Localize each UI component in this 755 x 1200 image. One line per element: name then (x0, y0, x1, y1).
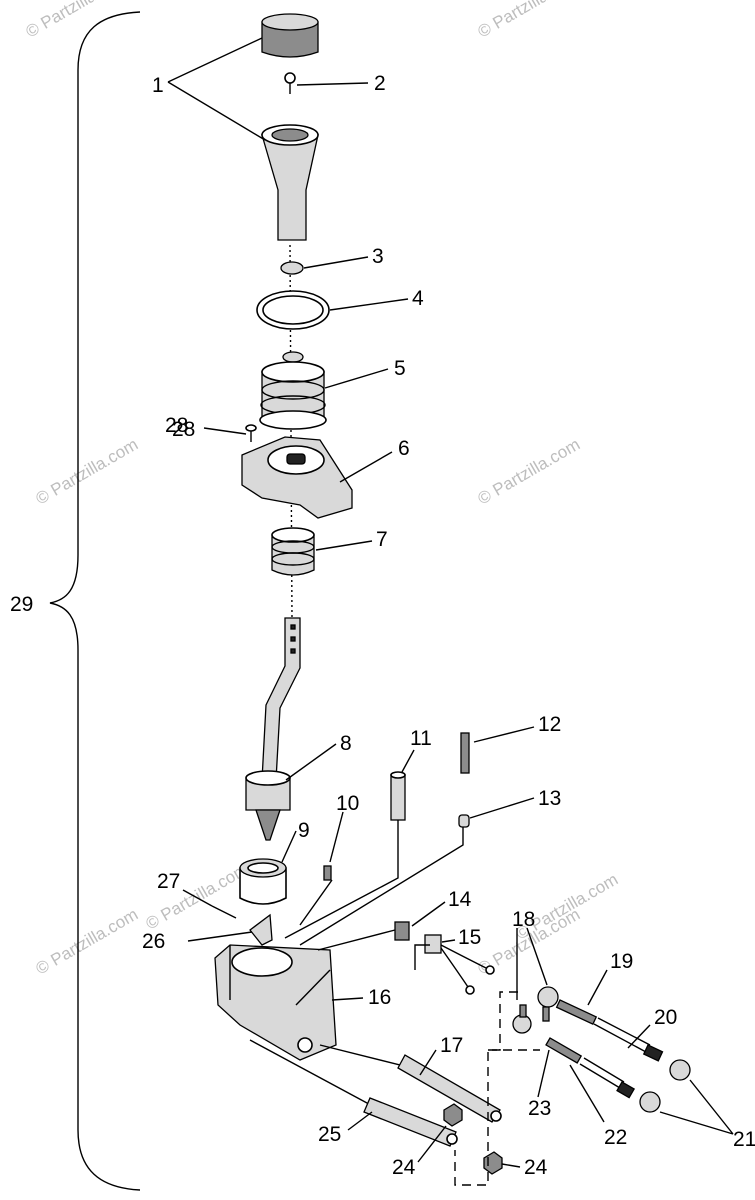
callout-25: 25 (318, 1123, 341, 1146)
callout-24-upper: 24 (392, 1156, 416, 1179)
callout-17: 17 (440, 1034, 463, 1057)
callout-26: 26 (142, 930, 165, 953)
callout-15: 15 (458, 926, 481, 949)
detent-spring (460, 732, 470, 774)
knob-screw (284, 72, 296, 94)
callout-21: 21 (733, 1128, 755, 1151)
callout-2: 2 (374, 72, 386, 95)
callout-7: 7 (376, 528, 388, 551)
neutral-switch (394, 921, 410, 941)
roll-pin (211, 905, 237, 919)
callout-9: 9 (298, 819, 310, 842)
leader-lines (284, 820, 464, 970)
ball-joint-upper (537, 986, 559, 1022)
callout-28: 28 (165, 414, 188, 437)
nut-lower (483, 1151, 503, 1175)
watermark-lower-left: © Partzilla.com (33, 905, 142, 979)
callout-1: 1 (152, 74, 164, 97)
callout-4: 4 (412, 287, 424, 310)
callout-5: 5 (394, 357, 406, 380)
callout-20: 20 (654, 1006, 677, 1029)
callout-24-lower: 24 (524, 1156, 548, 1179)
callout-23: 23 (528, 1097, 551, 1120)
callout-18: 18 (512, 908, 535, 931)
small-ring (280, 261, 304, 275)
callout-8: 8 (340, 732, 352, 755)
tie-rod-lower (545, 1037, 661, 1113)
watermark-mid: © Partzilla.com (475, 435, 584, 509)
boot-screw (245, 424, 257, 442)
nut-upper (443, 1103, 463, 1127)
shift-shaft-lower (249, 1039, 458, 1147)
callout-11: 11 (410, 727, 432, 750)
link-outline (454, 991, 518, 1186)
shift-lever (245, 617, 301, 841)
shifter-housing (214, 944, 337, 1061)
callout-14: 14 (448, 888, 472, 911)
shift-knob (261, 124, 319, 241)
shift-shaft-upper (319, 1044, 502, 1123)
mount-bracket (241, 436, 353, 519)
knob-cap (261, 13, 319, 58)
callout-leaders (167, 37, 734, 1168)
callout-19: 19 (610, 950, 633, 973)
callout-13: 13 (538, 787, 561, 810)
callout-27: 27 (157, 870, 180, 893)
shift-boot (259, 361, 327, 430)
callout-12: 12 (538, 713, 561, 736)
watermark-top-right: © Partzilla.com (475, 0, 584, 41)
assembly-brace (49, 11, 141, 1191)
wire-harness (424, 934, 495, 995)
lever-collar (239, 858, 287, 905)
watermark-top-left: © Partzilla.com (23, 0, 132, 41)
detent-plate (249, 913, 273, 946)
callout-6: 6 (398, 437, 410, 460)
large-ring (256, 290, 330, 330)
callout-28-overlap: 28 (172, 418, 195, 441)
lever-bellows (271, 527, 315, 576)
ball-joint-lower (512, 1004, 532, 1034)
callout-22: 22 (604, 1126, 627, 1149)
tie-rod-upper (555, 999, 691, 1081)
callout-labels: 1 2 3 4 5 6 7 8 9 10 11 12 13 14 15 16 1… (10, 72, 755, 1179)
detent-ball (458, 814, 470, 828)
guide-pin (390, 771, 406, 821)
callout-3: 3 (372, 245, 384, 268)
callout-29: 29 (10, 593, 33, 616)
set-screw (323, 865, 332, 881)
boot-washer (282, 351, 304, 363)
watermark-left: © Partzilla.com (33, 435, 142, 509)
callout-16: 16 (368, 986, 391, 1009)
callout-10: 10 (336, 792, 359, 815)
